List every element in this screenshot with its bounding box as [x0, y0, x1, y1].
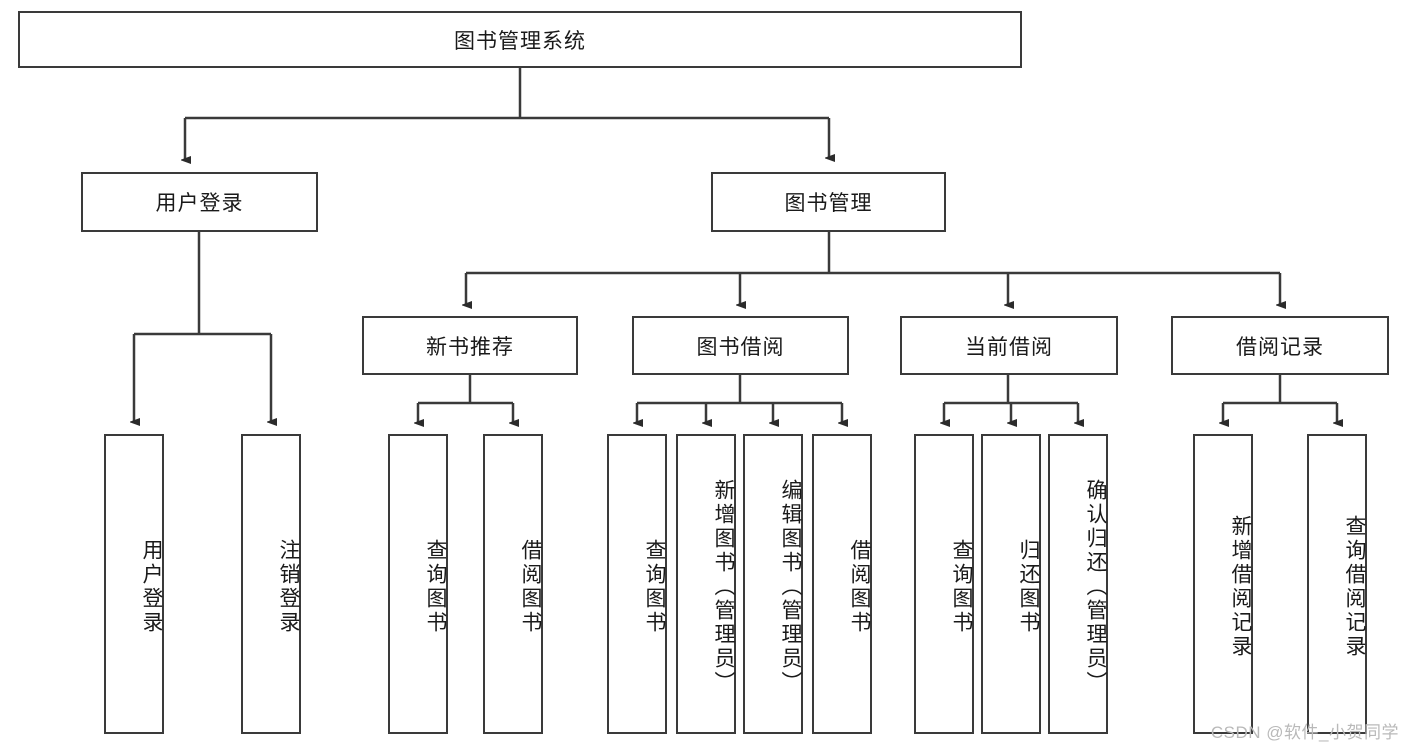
- leaf-label: 查询图书: [950, 539, 973, 635]
- leaf-label: 新增借阅记录: [1229, 515, 1252, 659]
- leaf-book-borrow-2[interactable]: 新增图书（管理员）: [676, 434, 736, 734]
- leaf-label: 查询图书: [424, 539, 447, 635]
- leaf-current-borrow-3[interactable]: 确认归还（管理员）: [1048, 434, 1108, 734]
- node-root[interactable]: 图书管理系统: [18, 11, 1022, 68]
- leaf-label: 查询借阅记录: [1343, 515, 1366, 659]
- leaf-borrow-record-1[interactable]: 新增借阅记录: [1193, 434, 1253, 734]
- node-book-management-label: 图书管理: [784, 192, 873, 215]
- leaf-book-borrow-4[interactable]: 借阅图书: [812, 434, 872, 734]
- leaf-label: 借阅图书: [519, 539, 542, 635]
- leaf-label: 用户登录: [140, 539, 163, 635]
- leaf-borrow-record-2[interactable]: 查询借阅记录: [1307, 434, 1367, 734]
- leaf-current-borrow-1[interactable]: 查询图书: [914, 434, 974, 734]
- node-current-borrow-label: 当前借阅: [965, 335, 1053, 359]
- node-user-login-label: 用户登录: [155, 192, 244, 215]
- leaf-user-login-2[interactable]: 注销登录: [241, 434, 301, 734]
- node-book-borrow[interactable]: 图书借阅: [632, 316, 849, 375]
- leaf-label: 新增图书（管理员）: [712, 479, 735, 695]
- leaf-new-book-recommend-1[interactable]: 查询图书: [388, 434, 448, 734]
- leaf-label: 查询图书: [643, 539, 666, 635]
- leaf-label: 编辑图书（管理员）: [779, 479, 802, 695]
- node-borrow-record-label: 借阅记录: [1236, 335, 1324, 359]
- leaf-user-login-1[interactable]: 用户登录: [104, 434, 164, 734]
- node-new-book-recommend-label: 新书推荐: [426, 335, 514, 359]
- leaf-label: 归还图书: [1017, 539, 1040, 635]
- leaf-label: 确认归还（管理员）: [1084, 479, 1107, 695]
- node-borrow-record[interactable]: 借阅记录: [1171, 316, 1389, 375]
- node-user-login[interactable]: 用户登录: [81, 172, 318, 232]
- node-current-borrow[interactable]: 当前借阅: [900, 316, 1118, 375]
- leaf-book-borrow-1[interactable]: 查询图书: [607, 434, 667, 734]
- leaf-label: 注销登录: [277, 539, 300, 635]
- leaf-label: 借阅图书: [848, 539, 871, 635]
- node-new-book-recommend[interactable]: 新书推荐: [362, 316, 578, 375]
- watermark: CSDN @软件_小贺同学: [1210, 723, 1399, 742]
- node-book-management[interactable]: 图书管理: [711, 172, 946, 232]
- node-root-label: 图书管理系统: [454, 29, 586, 53]
- leaf-new-book-recommend-2[interactable]: 借阅图书: [483, 434, 543, 734]
- leaf-current-borrow-2[interactable]: 归还图书: [981, 434, 1041, 734]
- node-book-borrow-label: 图书借阅: [696, 335, 785, 359]
- leaf-book-borrow-3[interactable]: 编辑图书（管理员）: [743, 434, 803, 734]
